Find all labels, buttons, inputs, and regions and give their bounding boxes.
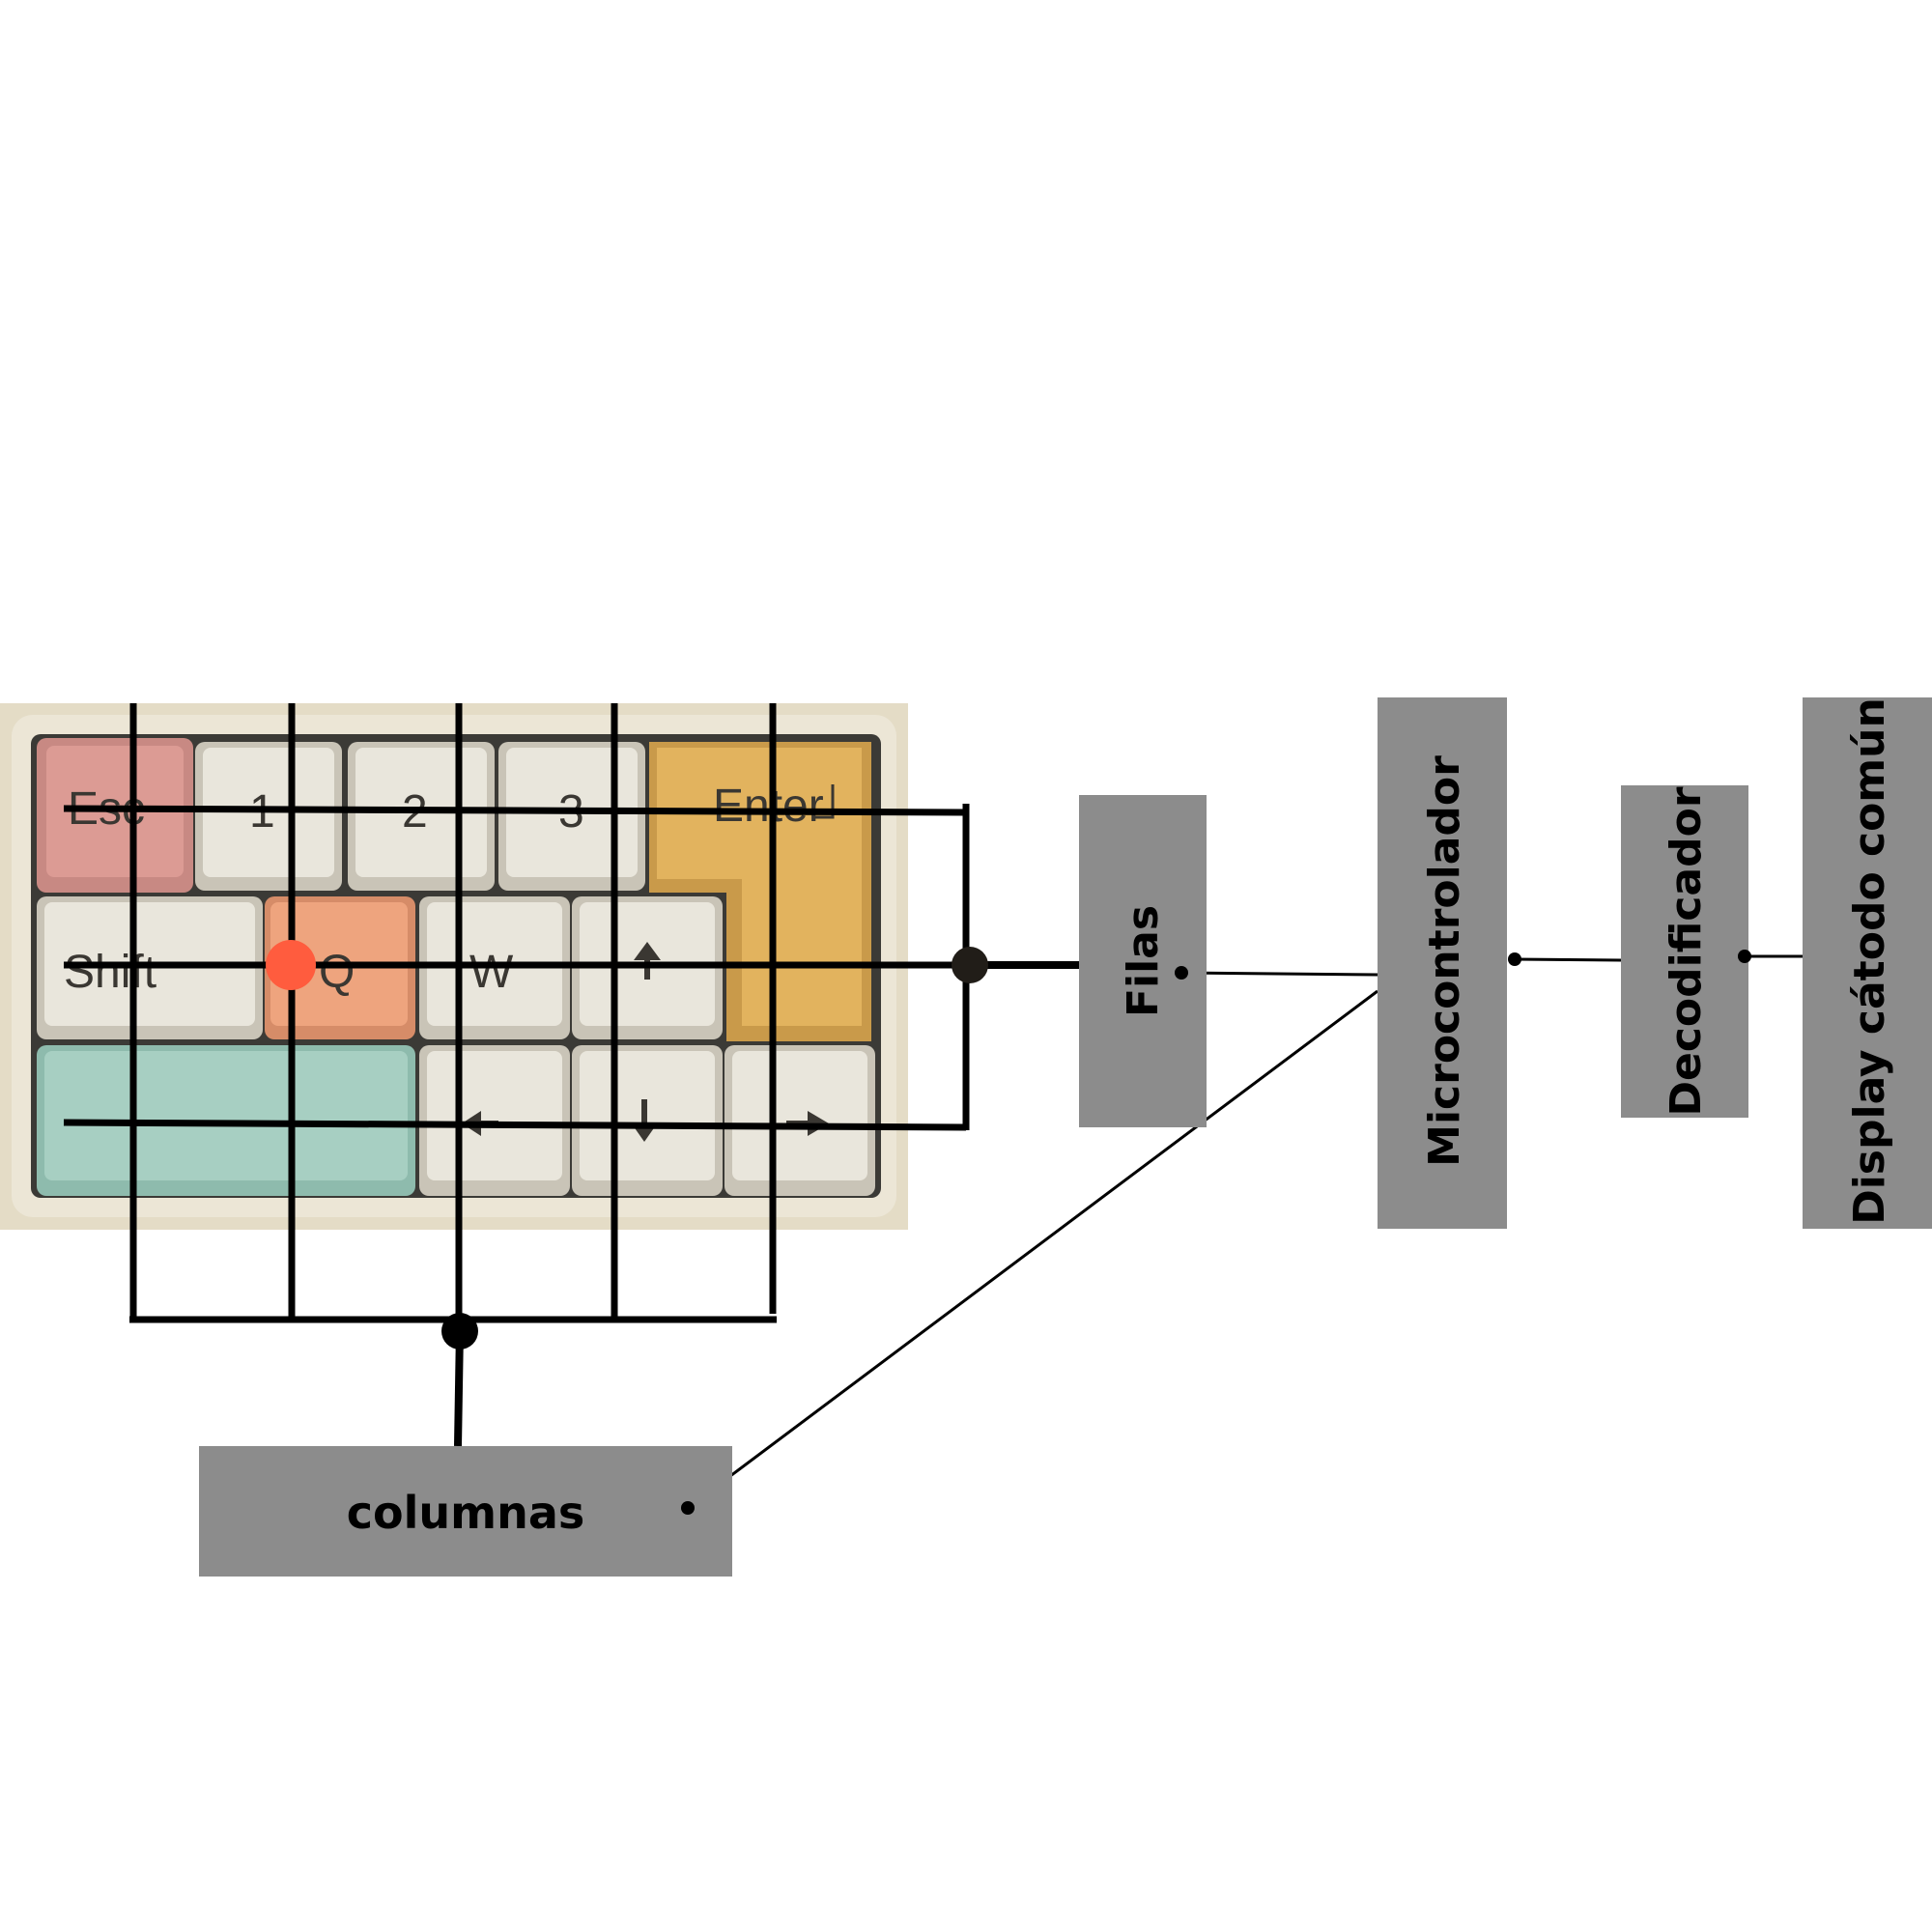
column-bus-junction bbox=[441, 1313, 478, 1350]
columnas-port-dot bbox=[681, 1501, 695, 1515]
block-microcontrolador-label: Microcontrolador bbox=[1420, 755, 1469, 1167]
block-columnas-label: columnas bbox=[347, 1487, 585, 1539]
key-down[interactable] bbox=[572, 1045, 723, 1196]
key-w-label: W bbox=[469, 947, 514, 998]
key-2[interactable]: 2 bbox=[348, 742, 495, 891]
block-filas-label: Filas bbox=[1119, 905, 1168, 1017]
filas-port-dot bbox=[1175, 966, 1188, 980]
block-display[interactable]: Display cátodo común bbox=[1803, 697, 1932, 1229]
columnas-to-micro-wire bbox=[687, 989, 1378, 1510]
micro-out-dot bbox=[1508, 952, 1521, 966]
key-1[interactable]: 1 bbox=[195, 742, 342, 891]
junctions bbox=[266, 940, 988, 1350]
decoder-out-dot bbox=[1738, 950, 1751, 963]
block-columnas[interactable]: columnas bbox=[199, 1446, 732, 1577]
key-esc[interactable]: Esc bbox=[37, 738, 193, 893]
block-microcontrolador[interactable]: Microcontrolador bbox=[1378, 697, 1507, 1229]
block-filas[interactable]: Filas bbox=[1079, 795, 1207, 1127]
arrow-up-icon bbox=[634, 942, 661, 980]
row-bus-junction bbox=[952, 947, 988, 983]
block-decodificador[interactable]: Decodificador bbox=[1621, 785, 1748, 1118]
key-left[interactable] bbox=[419, 1045, 570, 1196]
row-line-1 bbox=[63, 805, 967, 816]
block-decodificador-label: Decodificador bbox=[1662, 786, 1711, 1116]
key-3[interactable]: 3 bbox=[498, 742, 645, 891]
key-q-label: Q bbox=[319, 947, 355, 998]
key-right[interactable] bbox=[724, 1045, 875, 1196]
filas-to-micro-wire bbox=[1180, 971, 1378, 977]
connection-dots bbox=[681, 950, 1751, 1515]
micro-to-decoder-wire bbox=[1514, 957, 1622, 962]
row-line-3 bbox=[63, 1119, 967, 1131]
pressed-key-marker bbox=[266, 940, 316, 990]
key-enter-label: Enter bbox=[713, 781, 824, 832]
key-shift-label: Shift bbox=[64, 947, 156, 998]
block-display-label: Display cátodo común bbox=[1845, 697, 1894, 1225]
